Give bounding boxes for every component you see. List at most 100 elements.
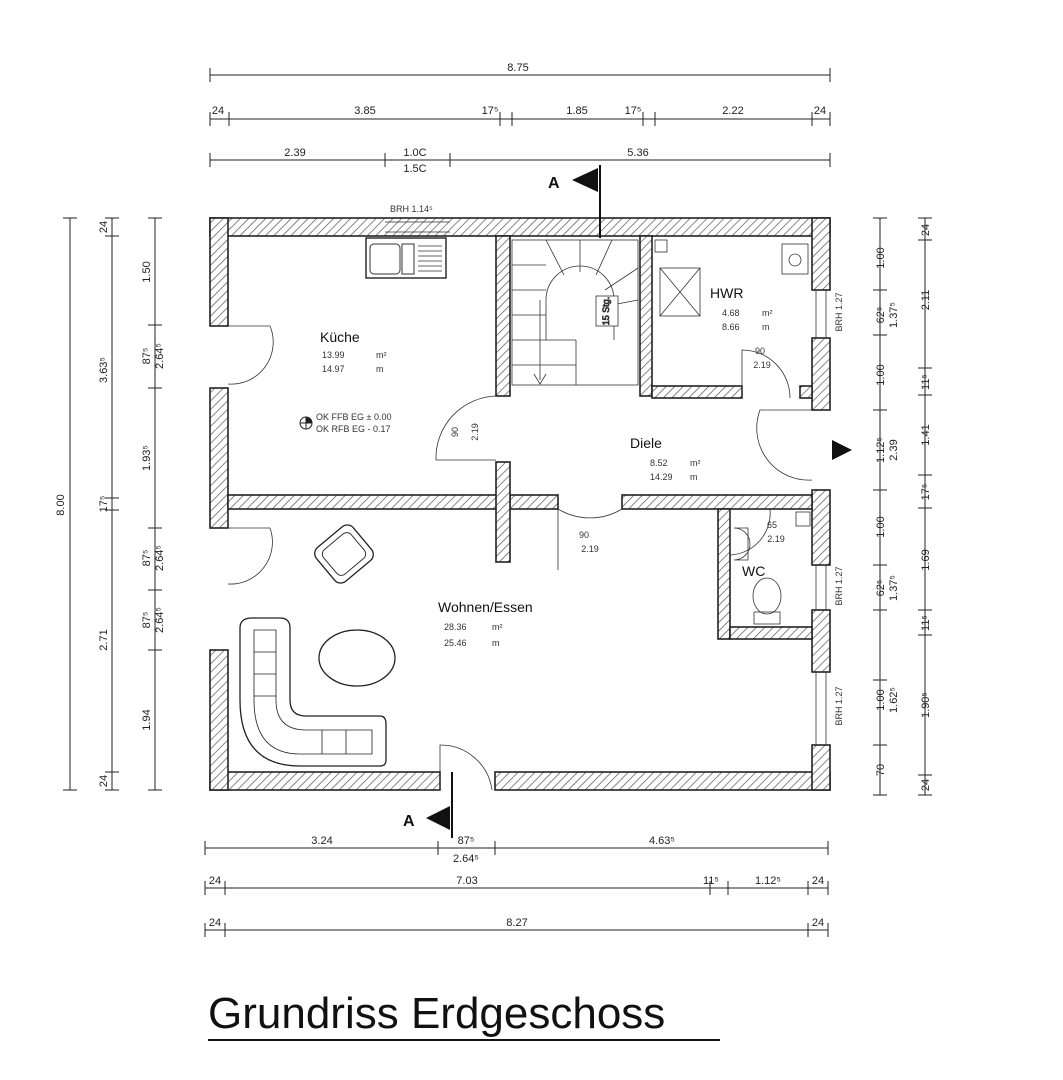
dim-right-r2-4: 17⁵ [920, 484, 932, 501]
dim-left-r3-4: 87⁵ [141, 550, 153, 567]
dim-left-r2-4: 24 [98, 775, 110, 787]
dim-right-r2-6: 11⁵ [920, 615, 932, 631]
dim-right-r1-8: 1.37⁵ [888, 575, 900, 601]
kitchen-sink [365, 237, 447, 279]
door-label-h: 2.19 [470, 423, 480, 441]
dim-left-r2-2: 17⁵ [98, 496, 110, 513]
dim-top-r2-5: 2.22 [722, 105, 743, 117]
dim-right-r1-6: 1.00 [875, 516, 887, 537]
room-area: 13.99 [322, 350, 345, 360]
room-area: 4.68 [722, 308, 740, 318]
level-marker: OK FFB EG ± 0.00 OK RFB EG - 0.17 [299, 412, 391, 434]
room-wc: WC [742, 563, 765, 579]
room-area-unit: m² [376, 350, 387, 360]
dining-table [318, 629, 396, 687]
dim-left-r3-3: 1.93⁵ [141, 445, 153, 471]
staircase: 15 Stg. [511, 239, 639, 386]
dim-bottom-r2-0: 24 [209, 875, 221, 887]
dim-right-r2-0: 24 [920, 224, 932, 236]
room-kueche: Küche 13.99 m² 14.97 m [320, 329, 387, 374]
windows [385, 221, 827, 745]
dim-right-r2-3: 1.41 [920, 424, 932, 445]
dim-right-r1-1: 62⁵ [875, 307, 887, 324]
dim-left-r3-2: 2.64⁵ [154, 343, 166, 369]
door-label-w: 90 [579, 530, 589, 540]
dim-left-r3-6: 87⁵ [141, 612, 153, 629]
room-area-unit: m² [762, 308, 773, 318]
dim-bottom-r1-3: 4.63⁵ [649, 835, 675, 847]
room-area: 8.52 [650, 458, 668, 468]
dim-right-r1-10: 1.62⁵ [888, 687, 900, 713]
dim-bottom-r2-1: 7.03 [456, 875, 477, 887]
room-perimeter: 25.46 [444, 638, 467, 648]
dim-left-r3-5: 2.64⁵ [154, 545, 166, 571]
dim-right-r1-5: 2.39 [888, 439, 900, 460]
dim-right-r1-11: 70 [875, 764, 887, 776]
dim-right-r2-2: 11⁵ [920, 374, 932, 390]
dim-top-r3-1: 1.0C [403, 147, 426, 159]
dim-top-r3-3: 5.36 [627, 147, 648, 159]
hwr-fixtures [654, 239, 809, 317]
window-label: BRH 1.27 [834, 686, 844, 725]
left-dimension-lines: 8.00 24 3.63⁵ 17⁵ 2.71 24 1.50 87⁵ 2.64⁵… [55, 217, 166, 791]
room-hwr: HWR 4.68 m² 8.66 m [710, 285, 773, 332]
top-dimension-lines: 8.75 24 3.85 17⁵ 1.85 17⁵ 2.22 24 2.39 1… [209, 62, 831, 175]
dim-right-r2-5: 1.69 [920, 549, 932, 570]
dim-left-total: 8.00 [55, 494, 67, 515]
dim-left-r3-0: 1.50 [141, 261, 153, 282]
room-area: 28.36 [444, 622, 467, 632]
room-perimeter: 8.66 [722, 322, 740, 332]
room-perimeter-unit: m [762, 322, 770, 332]
dim-bottom-r3-1: 8.27 [506, 917, 527, 929]
dim-right-r2-7: 1.90⁵ [920, 692, 932, 718]
corner-sofa [239, 617, 387, 767]
section-markers: A A [403, 165, 852, 838]
dim-bottom-r1-0: 3.24 [311, 835, 332, 847]
door-label-w: 90 [450, 427, 460, 437]
bottom-dimension-lines: 3.24 87⁵ 2.64⁵ 4.63⁵ 24 7.03 11⁵ 1.12⁵ 2… [204, 835, 829, 937]
section-marker-top: A [548, 175, 560, 192]
dim-bottom-r1-1: 87⁵ [458, 835, 475, 847]
dim-left-r2-1: 3.63⁵ [98, 357, 110, 383]
door-label-h: 2.19 [753, 360, 771, 370]
room-perimeter: 14.97 [322, 364, 345, 374]
dim-left-r3-7: 2.64⁵ [154, 607, 166, 633]
level-mark-1: OK FFB EG ± 0.00 [316, 412, 391, 422]
dim-left-r3-1: 87⁵ [141, 348, 153, 365]
window-label: BRH 1.14⁵ [390, 204, 433, 214]
dim-top-r3-0: 2.39 [284, 147, 305, 159]
door-label-h: 2.19 [581, 544, 599, 554]
stair-label: 15 Stg. [601, 297, 611, 326]
dim-right-r1-7: 62⁵ [875, 580, 887, 597]
window-label: BRH 1.27 [834, 292, 844, 331]
window-labels: BRH 1.14⁵ BRH 1.27 BRH 1.27 BRH 1.27 [390, 204, 844, 726]
dim-right-r2-1: 2.11 [920, 290, 932, 311]
dim-right-r1-3: 1.00 [875, 364, 887, 385]
section-marker-bottom: A [403, 813, 415, 830]
dim-bottom-r2-3: 1.12⁵ [755, 875, 781, 887]
door-label-h: 2.19 [767, 534, 785, 544]
room-diele: Diele 8.52 m² 14.29 m [630, 435, 701, 482]
dim-bottom-r2-4: 24 [812, 875, 824, 887]
dim-top-r2-3: 1.85 [566, 105, 587, 117]
room-perimeter-unit: m [492, 638, 500, 648]
living-furniture [239, 524, 396, 767]
dim-top-r3-2: 1.5C [403, 163, 426, 175]
dim-bottom-r3-2: 24 [812, 917, 824, 929]
window-label: BRH 1.27 [834, 566, 844, 605]
room-name: Diele [630, 435, 662, 451]
door-label-w: 65 [767, 520, 777, 530]
room-perimeter: 14.29 [650, 472, 673, 482]
dim-top-r2-4: 17⁵ [625, 105, 642, 117]
dim-bottom-r1-2: 2.64⁵ [453, 853, 479, 865]
door-labels: 90 2.19 90 2.19 90 2.19 65 2.19 [450, 346, 785, 554]
page-title: Grundriss Erdgeschoss [208, 989, 665, 1038]
dim-right-r1-9: 1.00 [875, 689, 887, 710]
dim-left-r3-8: 1.94 [141, 709, 153, 730]
room-name: HWR [710, 285, 743, 301]
walls [209, 217, 831, 791]
dim-top-r2-6: 24 [814, 105, 826, 117]
door-label-w: 90 [755, 346, 765, 356]
room-name: Küche [320, 329, 360, 345]
